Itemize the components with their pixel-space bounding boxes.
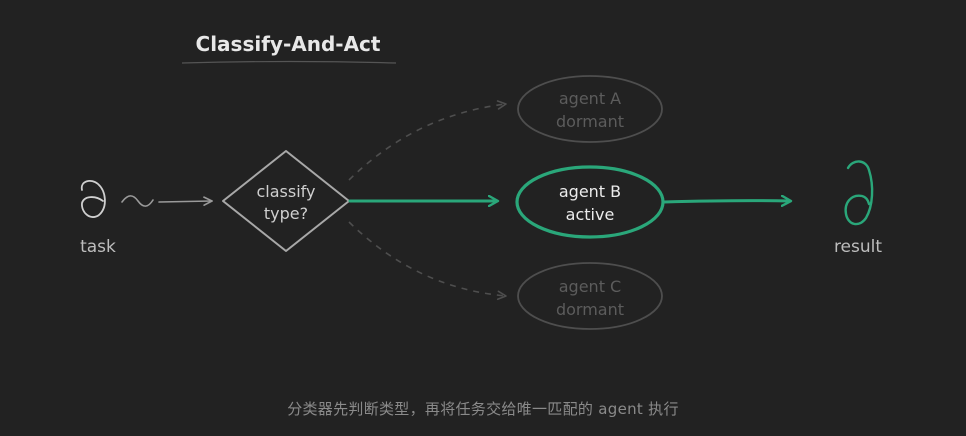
result-label: result bbox=[834, 237, 882, 257]
agent-b-to-result-arrow bbox=[662, 201, 790, 202]
title-underline bbox=[181, 60, 397, 64]
diagram-caption: 分类器先判断类型，再将任务交给唯一匹配的 agent 执行 bbox=[287, 400, 679, 418]
agent-a-name: agent A bbox=[559, 89, 621, 108]
diagram-title-text: Classify-And-Act bbox=[196, 32, 381, 56]
result-node: result bbox=[834, 160, 882, 257]
diagram-title: Classify-And-Act bbox=[181, 32, 397, 64]
classifier-line1: classify bbox=[257, 182, 316, 201]
task-to-classifier-arrow bbox=[158, 196, 213, 206]
agent-c-name: agent C bbox=[559, 277, 621, 296]
agent-c-node: agent C dormant bbox=[517, 262, 663, 330]
classifier-node: classify type? bbox=[222, 150, 350, 252]
route-to-agent-c bbox=[348, 221, 507, 301]
agent-b-node: agent B active bbox=[515, 165, 665, 239]
agent-b-ellipse bbox=[515, 165, 665, 239]
agent-b-state: active bbox=[566, 205, 615, 224]
agent-a-ellipse bbox=[517, 75, 663, 143]
task-icon bbox=[80, 179, 106, 218]
agent-c-ellipse bbox=[517, 262, 663, 330]
task-node: task bbox=[80, 179, 116, 257]
classifier-line2: type? bbox=[264, 204, 308, 223]
agent-a-state: dormant bbox=[556, 112, 624, 131]
classifier-diamond bbox=[222, 150, 350, 252]
agent-c-state: dormant bbox=[556, 300, 624, 319]
agent-b-name: agent B bbox=[559, 182, 621, 201]
task-label: task bbox=[80, 237, 116, 257]
agent-a-node: agent A dormant bbox=[517, 75, 663, 143]
task-squiggle bbox=[121, 195, 154, 207]
route-to-agent-a bbox=[348, 100, 507, 181]
result-icon bbox=[844, 160, 874, 226]
